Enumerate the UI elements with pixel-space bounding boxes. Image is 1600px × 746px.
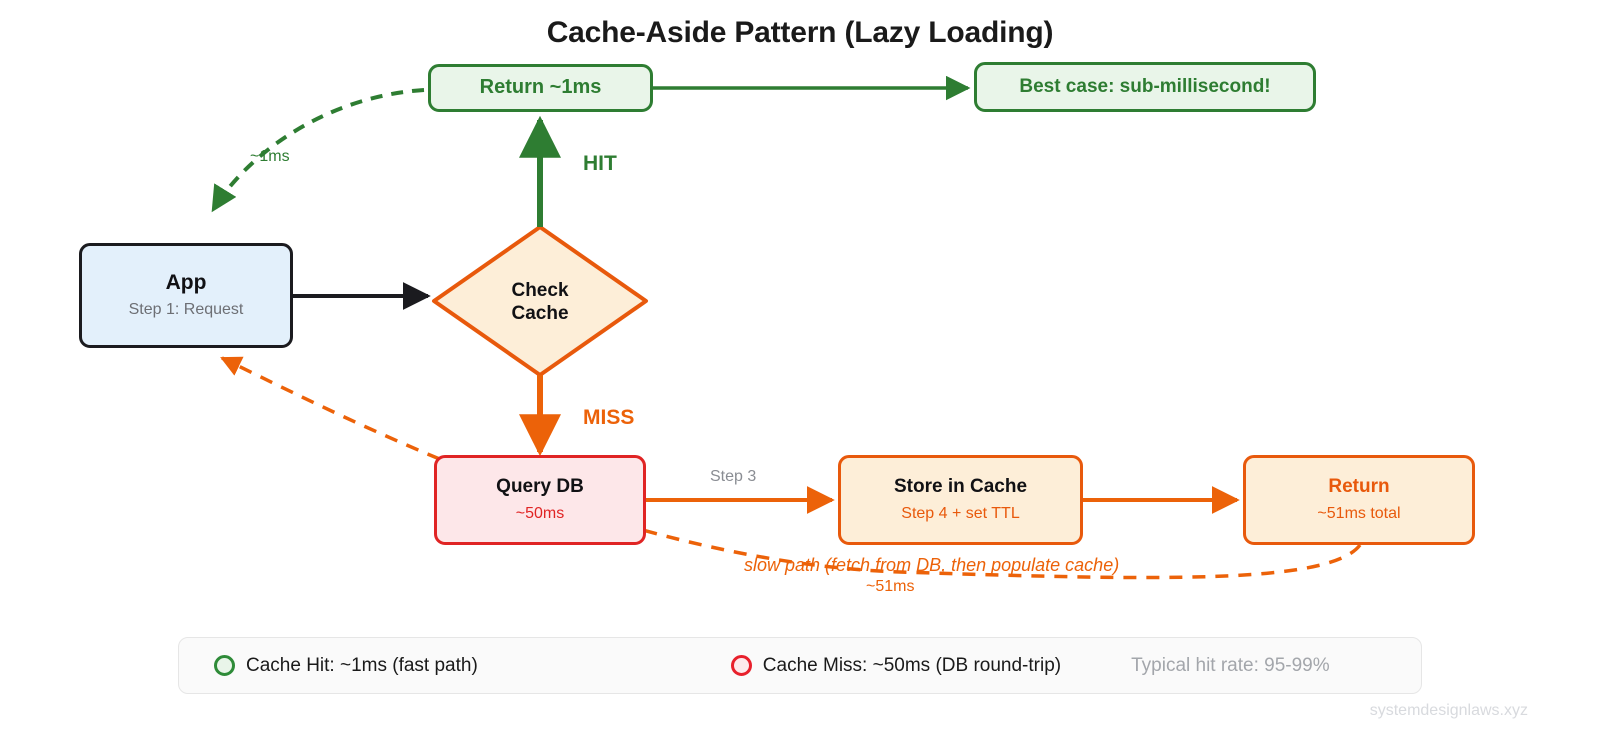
edge-label-slow-path-ms: ~51ms	[866, 578, 915, 595]
node-query-db[interactable]: Query DB ~50ms	[434, 455, 646, 545]
legend-item-cache-hit-label: Cache Hit: ~1ms (fast path)	[246, 654, 478, 676]
legend-note-label: Typical hit rate: 95-99%	[1131, 654, 1330, 676]
node-return-fast-title: Return ~1ms	[479, 76, 602, 99]
legend-item-cache-hit: Cache Hit: ~1ms (fast path)	[214, 655, 478, 677]
legend-item-note: Typical hit rate: 95-99%	[1131, 655, 1330, 677]
node-best-case-title: Best case: sub-millisecond!	[1019, 75, 1271, 97]
legend-hit-circle-icon	[214, 655, 235, 676]
node-return-fast[interactable]: Return ~1ms	[428, 64, 653, 112]
node-app[interactable]: App Step 1: Request	[79, 243, 293, 348]
node-return-total[interactable]: Return ~51ms total	[1243, 455, 1475, 545]
edge-label-hit: HIT	[583, 152, 617, 175]
node-app-title: App	[165, 270, 207, 294]
node-store-in-cache[interactable]: Store in Cache Step 4 + set TTL	[838, 455, 1083, 545]
edge-label-miss: MISS	[583, 406, 635, 429]
edge-label-slow-path: slow path (fetch from DB, then populate …	[744, 555, 1120, 575]
legend-miss-circle-icon	[730, 655, 752, 676]
node-check-cache-title: Check Cache	[511, 279, 569, 324]
node-store-in-cache-subtitle: Step 4 + set TTL	[901, 504, 1020, 522]
node-store-in-cache-title: Store in Cache	[893, 476, 1028, 498]
node-check-cache[interactable]: Check Cache	[435, 228, 645, 376]
edge-label-step3: Step 3	[710, 468, 757, 485]
node-query-db-title: Query DB	[496, 476, 584, 498]
node-query-db-subtitle: ~50ms	[515, 504, 565, 522]
legend: Cache Hit: ~1ms (fast path) Cache Miss: …	[178, 637, 1422, 694]
page-title: Cache-Aside Pattern (Lazy Loading)	[546, 16, 1054, 49]
legend-item-cache-miss: Cache Miss: ~50ms (DB round-trip)	[730, 654, 1062, 677]
node-best-case[interactable]: Best case: sub-millisecond!	[974, 62, 1316, 112]
legend-item-cache-miss-label: Cache Miss: ~50ms (DB round-trip)	[762, 654, 1062, 676]
node-app-subtitle: Step 1: Request	[128, 301, 244, 319]
node-return-total-subtitle: ~51ms total	[1317, 504, 1401, 522]
node-return-total-title: Return	[1328, 476, 1390, 498]
edge-label-fast-return-ms: ~1ms	[250, 148, 290, 165]
watermark: systemdesignlaws.xyz	[1369, 702, 1528, 719]
